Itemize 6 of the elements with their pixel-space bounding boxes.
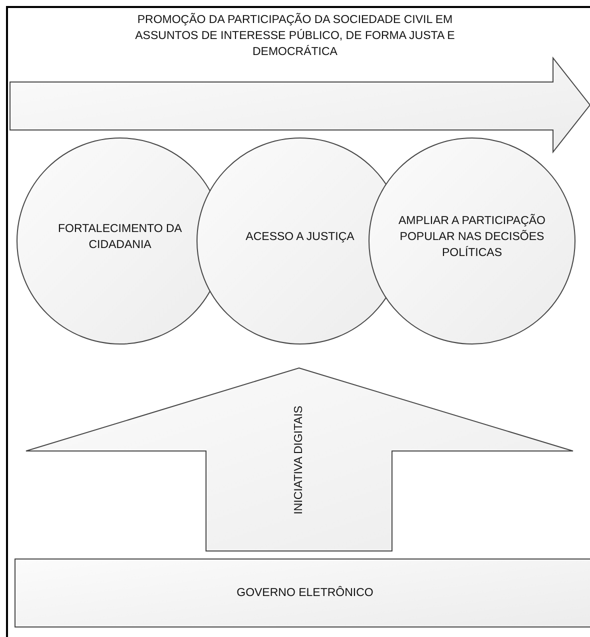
shape-label: GOVERNO ELETRÔNICO [236,585,374,601]
heading-text: PROMOÇÃO DA PARTICIPAÇÃO DA SOCIEDADE CIVIL EM ASSUNTOS DE INTERESSE PÚBLICO, DE FORMA JUSTA E DEMOCRÁTICA [134,12,456,60]
shape-label: INICIATIVA DIGITAIS [292,406,306,514]
shape-label: ACESSO A JUSTIÇA [244,230,356,245]
shape-label: FORTALECIMENTO DA CIDADANIA [57,222,183,253]
shape-label: AMPLIAR A PARTICIPAÇÃO POPULAR NAS DECISÕES POLÍTICAS [398,213,546,261]
